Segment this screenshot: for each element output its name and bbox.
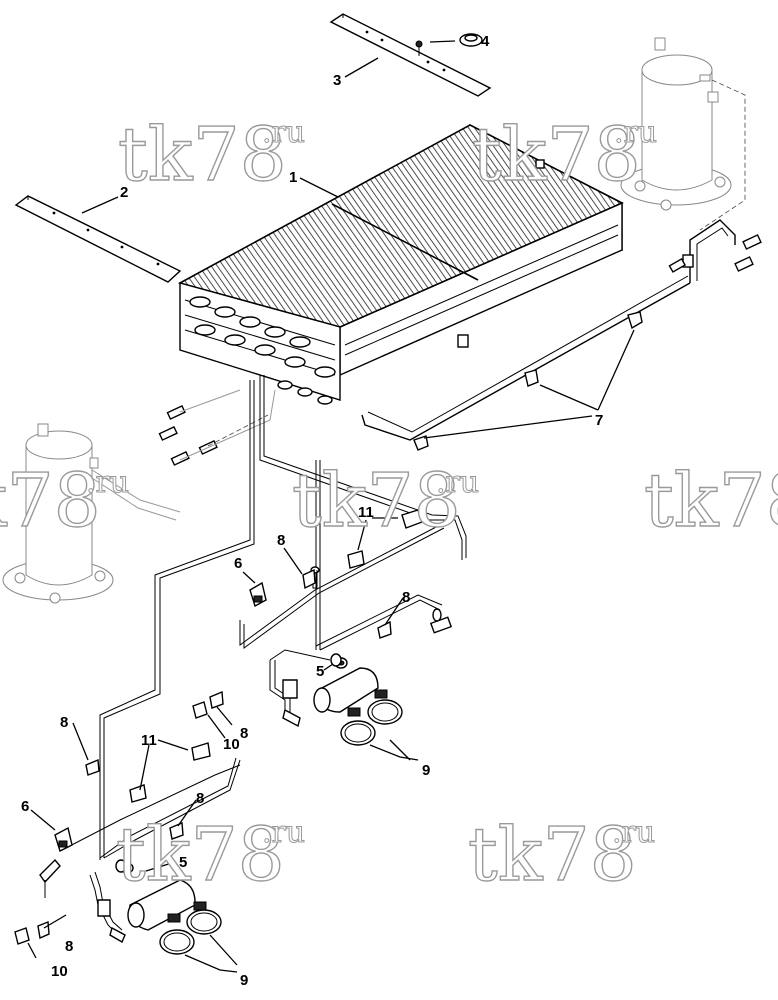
callout-8-f: 8 <box>65 938 73 955</box>
callout-8-b: 8 <box>402 589 410 606</box>
watermark-main: tk78 <box>116 812 285 898</box>
callout-8-c: 8 <box>240 725 248 742</box>
watermark-suffix: .ru <box>262 815 305 850</box>
condenser-coil <box>177 123 624 405</box>
callout-9-lower: 9 <box>240 972 248 989</box>
callout-5-lower: 5 <box>179 854 187 871</box>
sight-glass-plug-upper <box>249 581 267 608</box>
callout-9-upper: 9 <box>422 762 430 779</box>
mounting-bracket-top <box>329 13 492 97</box>
coil-tube-bends <box>189 296 336 405</box>
watermark-5: tk78 <box>643 457 778 544</box>
discharge-line <box>361 219 762 441</box>
watermark-main: tk78 <box>118 112 287 198</box>
pipe-clips <box>129 509 423 803</box>
compressor-ghost-top-right <box>620 37 746 231</box>
hose-clamps-lower <box>159 901 222 955</box>
callout-8-e: 8 <box>196 790 204 807</box>
callout-2: 2 <box>120 184 128 201</box>
callout-1: 1 <box>289 169 297 186</box>
watermark-6: tk78 .ru <box>115 811 305 898</box>
callout-5-upper: 5 <box>316 663 324 680</box>
callout-leaders <box>27 40 635 973</box>
o-ring-seals <box>115 653 342 873</box>
protective-caps <box>14 701 208 945</box>
watermark-7: tk78 .ru <box>467 811 655 898</box>
isolator-set <box>413 311 643 451</box>
callout-11-lower: 11 <box>141 732 157 749</box>
callout-7: 7 <box>595 412 603 429</box>
callout-10-upper: 10 <box>223 736 240 753</box>
watermark-suffix: .ru <box>262 115 305 150</box>
callout-11-upper: 11 <box>358 504 374 521</box>
callout-6-lower: 6 <box>21 798 29 815</box>
coil-fittings-left <box>158 389 276 466</box>
sight-glass-plug-lower <box>54 826 73 852</box>
grommet <box>415 33 483 56</box>
filter-drier-lower <box>39 757 241 944</box>
compressor-ghost-left <box>2 423 181 604</box>
watermark-main: tk78 <box>644 458 778 544</box>
watermark-suffix: .ru <box>436 465 479 500</box>
callout-8-d: 8 <box>60 714 68 731</box>
watermark-1: tk78 .ru <box>117 111 305 198</box>
watermark-3: tk78 .ru <box>0 457 130 544</box>
watermark-main: tk78 <box>292 458 461 544</box>
watermark-suffix: .ru <box>86 465 129 500</box>
liquid-lines <box>99 375 467 860</box>
callout-6-upper: 6 <box>234 555 242 572</box>
watermark-suffix: .ru <box>614 115 657 150</box>
mounting-bracket-side <box>14 195 182 283</box>
filter-drier-upper <box>269 649 379 728</box>
watermark-2: tk78 .ru <box>471 111 657 198</box>
watermark-main: tk78 <box>472 112 641 198</box>
watermark-main: tk78 <box>0 458 101 544</box>
watermark-4: tk78 .ru <box>291 457 479 544</box>
watermark-main: tk78 <box>468 812 637 898</box>
watermark-suffix: .ru <box>612 815 655 850</box>
callout-4: 4 <box>481 33 490 50</box>
hose-clamps-upper <box>340 689 403 746</box>
callout-10-lower: 10 <box>51 963 68 980</box>
callout-3: 3 <box>333 72 341 89</box>
callout-8-a: 8 <box>277 532 285 549</box>
callout-labels: 1 2 3 4 5 5 6 6 7 8 8 8 8 8 8 9 9 10 10 … <box>21 33 603 989</box>
